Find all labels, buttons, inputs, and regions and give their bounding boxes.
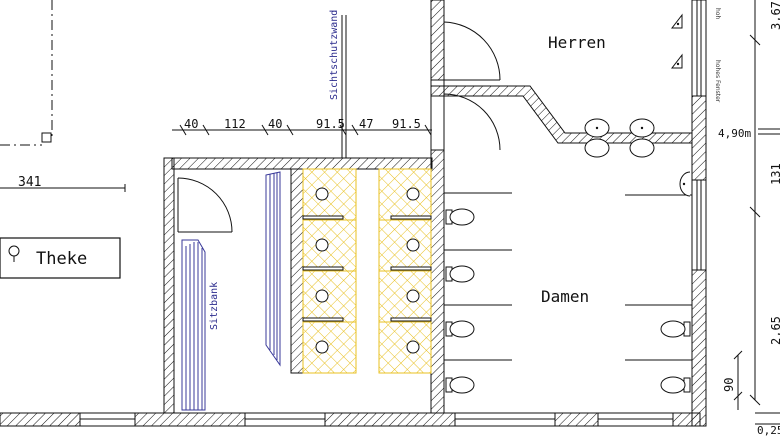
right-wall: hoh hohes Fenster <box>691 0 721 427</box>
elevation-label: 4,90m <box>718 127 751 140</box>
herren-room: Herren <box>430 0 693 158</box>
toilets-right <box>660 320 691 394</box>
dim-left: 341 <box>18 175 41 190</box>
room-label-herren: Herren <box>548 33 606 52</box>
dim-top-1: 40 <box>184 117 198 131</box>
label-sitzbank: Sitzbank <box>209 282 220 330</box>
dim-top-5: 47 <box>359 117 373 131</box>
dim-90: 90 <box>722 378 736 392</box>
toilets-left <box>445 208 475 394</box>
room-label-damen: Damen <box>541 287 589 306</box>
dim-bottom-right: 0,25 <box>757 424 780 437</box>
dim-top-4: 91.5 <box>316 117 345 131</box>
label-hohes-fenster: hohes Fenster <box>714 60 721 103</box>
left-area: 341 Theke <box>0 0 126 279</box>
dimension-right: 3,67 131 2,65 4,90m 90 0,25 <box>718 0 780 437</box>
sinks-herren <box>584 118 655 158</box>
locker-cabinets-right <box>378 168 432 374</box>
dim-right-low: 2,65 <box>769 316 780 345</box>
label-sichtschutzwand: Sichtschutzwand <box>329 10 340 100</box>
dim-top-3: 40 <box>268 117 282 131</box>
label-hoh: hoh <box>714 8 721 19</box>
sink-damen <box>679 171 691 197</box>
lounge-room: Sitzbank Sichtschutzwand <box>163 0 445 414</box>
dimension-chain-top: 40 112 40 91.5 47 91.5 <box>172 117 432 136</box>
theke-counter <box>0 237 121 279</box>
locker-cabinets-left <box>302 168 357 374</box>
sitzbank-bench <box>181 239 206 411</box>
damen-room: Damen <box>444 171 692 394</box>
dim-right-top: 3,67 <box>769 1 780 30</box>
dim-top-2: 112 <box>224 117 246 131</box>
light-bulb-icon <box>8 245 20 262</box>
dim-right-mid: 131 <box>769 163 780 185</box>
urinals <box>670 13 683 69</box>
room-label-theke: Theke <box>36 249 87 269</box>
dim-top-6: 91.5 <box>392 117 421 131</box>
bench-near-lockers <box>265 171 281 367</box>
bottom-wall <box>0 412 701 427</box>
